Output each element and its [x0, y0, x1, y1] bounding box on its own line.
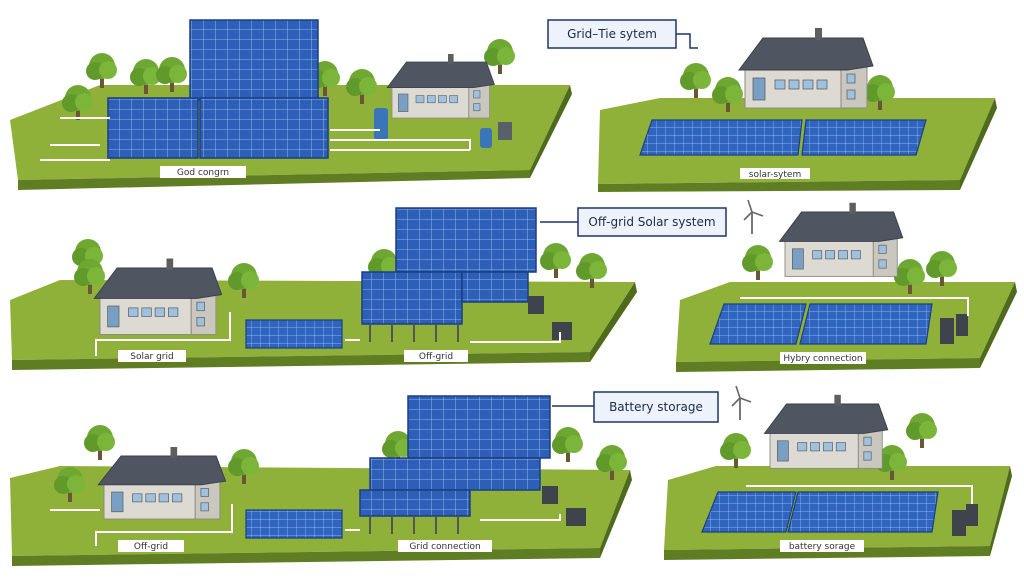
tree-icon [540, 243, 571, 278]
battery-tank-icon [374, 108, 388, 140]
diagram-battery-left: Off-grid Grid connection [10, 395, 632, 566]
solar-array [359, 489, 471, 517]
tree-icon [680, 63, 711, 98]
callout-off-grid: Off-grid Solar system [540, 207, 727, 237]
label-text: battery sorage [789, 542, 856, 552]
wiring [40, 117, 471, 161]
tree-icon [720, 433, 751, 468]
solar-array [801, 119, 927, 156]
wind-turbine-icon [731, 385, 752, 421]
wiring [746, 485, 973, 504]
house-icon [386, 53, 495, 119]
label-text: solar-sytem [749, 170, 801, 180]
battery-icon [542, 486, 558, 504]
solar-array [461, 271, 529, 303]
label-box [118, 540, 184, 552]
callout-leader [676, 33, 698, 49]
diagram-grid-tie-left: God congrn [10, 19, 572, 190]
house-icon [764, 394, 889, 469]
solar-array [189, 19, 319, 101]
solar-array [245, 509, 343, 539]
callout-label: Battery storage [609, 400, 703, 414]
label-text: God congrn [177, 168, 229, 178]
tree-icon [926, 251, 957, 286]
ground-edge [12, 548, 600, 566]
solar-array [361, 271, 463, 325]
label-box [398, 540, 492, 552]
ground-edge-right [980, 282, 1017, 368]
solar-array [639, 119, 803, 156]
wind-turbine-icon [743, 199, 764, 235]
callout-grid-tie: Grid–Tie sytem [547, 19, 698, 49]
battery-icon [952, 510, 966, 536]
label-box [404, 350, 468, 362]
ground-edge-right [590, 282, 637, 362]
label-box [780, 540, 864, 552]
label-text: Off-grid [419, 352, 453, 362]
label-text: Hybry connection [783, 354, 862, 364]
ground-edge [664, 546, 990, 560]
panel-stands [369, 516, 459, 534]
label-box [740, 168, 810, 179]
callout-battery: Battery storage [552, 391, 719, 423]
solar-array [199, 97, 329, 159]
diagram-off-grid-left: Solar grid Off-grid [10, 207, 637, 370]
tree-icon [906, 413, 937, 448]
callout-label: Grid–Tie sytem [567, 27, 657, 41]
solar-array [395, 207, 537, 273]
callout-label: Off-grid Solar system [588, 215, 715, 229]
label-text: Off-grid [134, 542, 168, 552]
solar-array [701, 491, 797, 533]
ground-edge-right [990, 466, 1012, 556]
ground-edge [598, 180, 960, 192]
battery-icon [528, 296, 544, 314]
label-text: Grid connection [409, 542, 480, 552]
label-box [160, 166, 246, 178]
battery-icon [966, 504, 978, 526]
ground-edge-right [600, 470, 632, 558]
wiring [740, 297, 969, 316]
battery-icon [940, 318, 954, 344]
solar-array [107, 97, 199, 159]
battery-icon [566, 508, 586, 526]
label-text: Solar grid [130, 352, 173, 362]
diagram-grid-tie-right: solar-sytem [598, 27, 997, 192]
wiring [50, 504, 561, 546]
ground-edge [676, 358, 980, 372]
solar-array [787, 491, 939, 533]
battery-icon [552, 322, 572, 340]
callout-box [593, 391, 719, 423]
house-icon [93, 258, 223, 335]
diagram-hybrid-right: Hybry connection [676, 199, 1017, 372]
solar-array [245, 319, 343, 349]
house-icon [97, 446, 227, 520]
battery-icon [956, 314, 968, 336]
inverter-icon [498, 122, 512, 140]
house-icon [779, 202, 904, 277]
tree-icon [552, 427, 583, 462]
house-icon [738, 27, 874, 109]
label-box [118, 350, 186, 362]
diagram-battery-right: battery sorage [664, 385, 1012, 560]
wiring [95, 312, 561, 356]
solar-array [709, 303, 807, 345]
callout-box [547, 19, 677, 49]
tree-icon [742, 245, 773, 280]
ground-edge-right [530, 85, 572, 178]
solar-array [369, 457, 541, 491]
battery-tank-icon [480, 128, 492, 148]
label-box [780, 352, 866, 364]
tree-icon [86, 53, 117, 88]
ground-edge [18, 170, 530, 190]
solar-array [407, 395, 551, 459]
ground-edge-right [960, 98, 997, 190]
solar-array [799, 303, 933, 345]
callout-box [577, 207, 727, 237]
tree-icon [84, 425, 115, 460]
panel-stands [369, 324, 459, 342]
